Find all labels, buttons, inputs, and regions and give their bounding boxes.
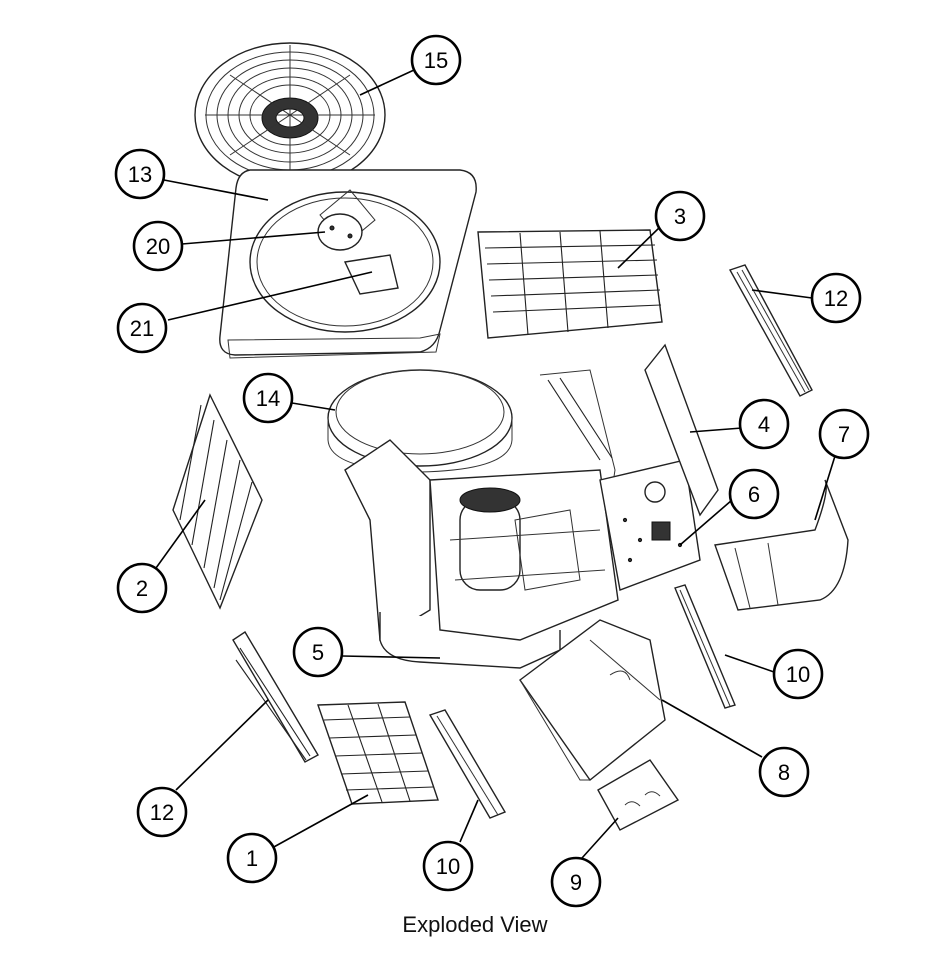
callout-label: 3 bbox=[674, 204, 686, 229]
part-corner-strip-front bbox=[428, 709, 507, 819]
callout-label: 8 bbox=[778, 760, 790, 785]
callout-label: 2 bbox=[136, 576, 148, 601]
part-corner-strip-right bbox=[674, 584, 736, 709]
leader-lines bbox=[155, 69, 836, 859]
part-corner-post-bottom bbox=[232, 631, 319, 763]
callout-10-right: 10 bbox=[772, 648, 824, 700]
callout-12-bottom: 12 bbox=[136, 786, 188, 838]
callout-label: 12 bbox=[150, 800, 174, 825]
part-bottom-cover bbox=[597, 759, 680, 831]
part-fan-blade bbox=[343, 254, 399, 295]
callout-1: 1 bbox=[226, 832, 278, 884]
diagram-caption: Exploded View bbox=[402, 912, 548, 937]
callout-13: 13 bbox=[114, 148, 166, 200]
callout-label: 20 bbox=[146, 234, 170, 259]
part-access-panel bbox=[644, 343, 719, 517]
part-compressor bbox=[429, 469, 619, 641]
callout-label: 9 bbox=[570, 870, 582, 895]
callout-10-front: 10 bbox=[422, 840, 474, 892]
part-orifice-ring bbox=[327, 369, 513, 473]
callout-7: 7 bbox=[818, 408, 870, 460]
callout-label: 4 bbox=[758, 412, 770, 437]
callout-21: 21 bbox=[116, 302, 168, 354]
part-corner-post-top bbox=[728, 264, 813, 397]
callout-20: 20 bbox=[132, 220, 184, 272]
callout-12-top: 12 bbox=[810, 272, 862, 324]
callout-6: 6 bbox=[728, 468, 780, 520]
callout-label: 12 bbox=[824, 286, 848, 311]
part-coil-guard-left bbox=[172, 393, 263, 610]
part-coil-guard-front bbox=[317, 701, 439, 805]
callout-3: 3 bbox=[654, 190, 706, 242]
callout-15: 15 bbox=[410, 34, 462, 86]
callout-label: 5 bbox=[312, 640, 324, 665]
part-coil-guard-right bbox=[477, 229, 663, 339]
callout-9: 9 bbox=[550, 856, 602, 908]
callout-label: 6 bbox=[748, 482, 760, 507]
callout-label: 7 bbox=[838, 422, 850, 447]
callout-label: 21 bbox=[130, 316, 154, 341]
callout-8: 8 bbox=[758, 746, 810, 798]
part-fan-guard bbox=[194, 42, 386, 188]
callout-label: 10 bbox=[786, 662, 810, 687]
callout-label: 14 bbox=[256, 386, 280, 411]
callout-14: 14 bbox=[242, 372, 294, 424]
part-service-cover bbox=[714, 479, 849, 611]
part-base-panel bbox=[519, 619, 666, 782]
callout-label: 10 bbox=[436, 854, 460, 879]
callout-label: 1 bbox=[246, 846, 258, 871]
callout-2: 2 bbox=[116, 562, 168, 614]
callout-label: 13 bbox=[128, 162, 152, 187]
part-control-panel bbox=[599, 459, 701, 591]
callout-label: 15 bbox=[424, 48, 448, 73]
callout-5: 5 bbox=[292, 626, 344, 678]
callout-4: 4 bbox=[738, 398, 790, 450]
